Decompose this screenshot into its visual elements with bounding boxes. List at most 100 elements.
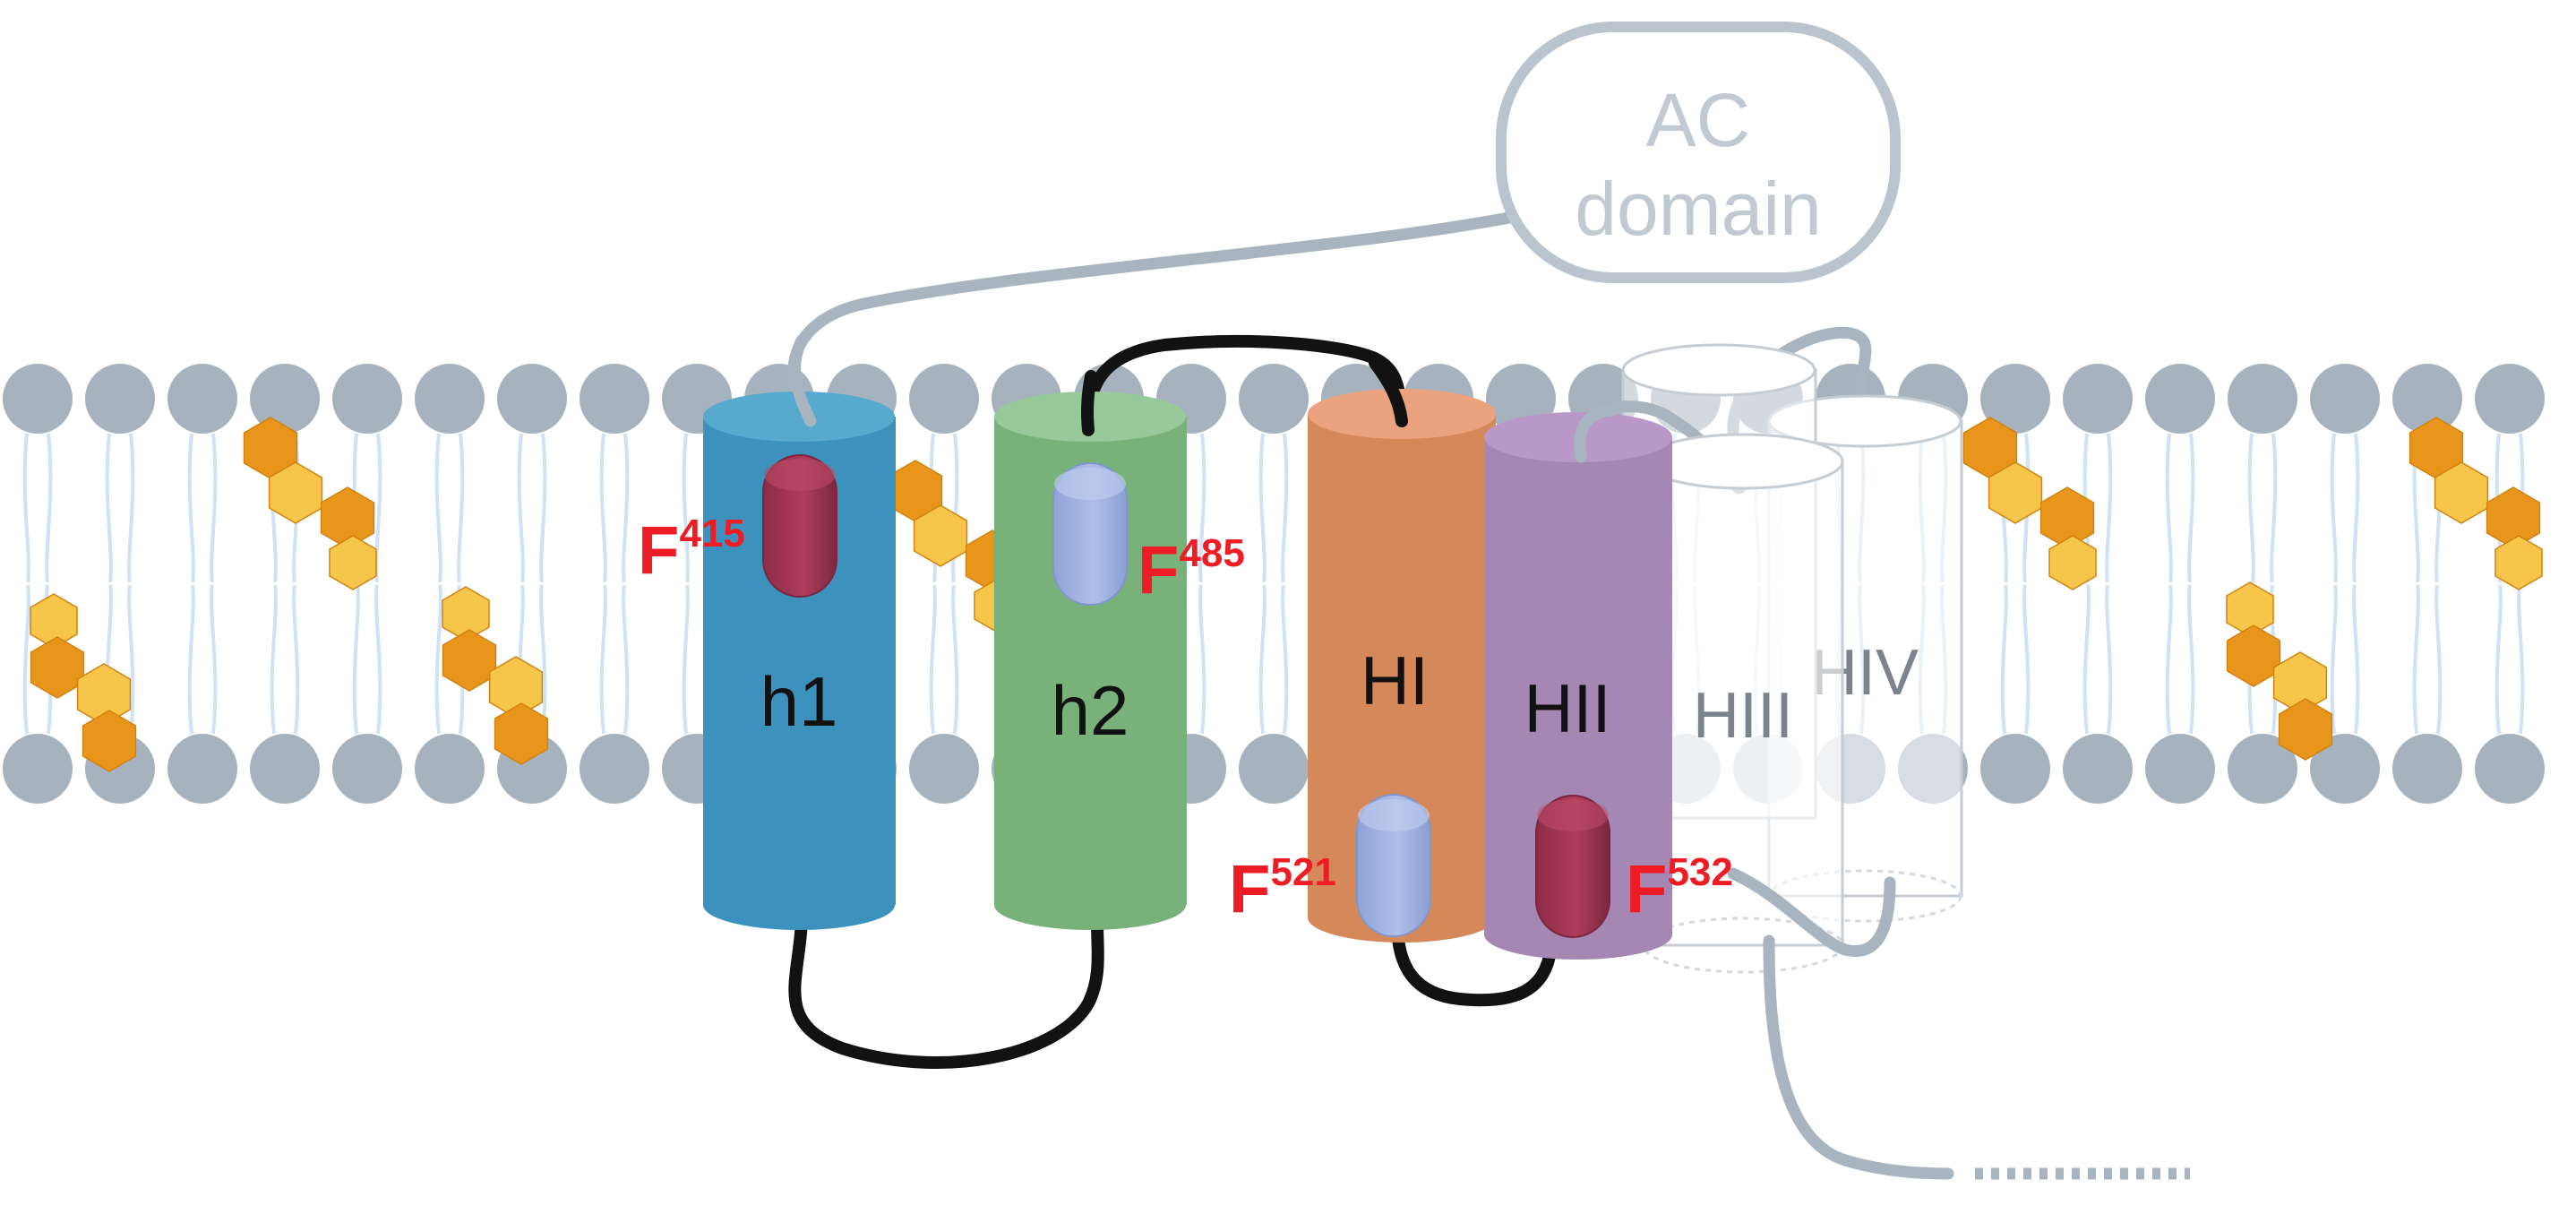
lipid-head-top xyxy=(2475,364,2545,434)
h1-n-terminal-loop xyxy=(789,334,817,427)
lipid-head-top xyxy=(3,364,73,434)
cholesterol-ring xyxy=(320,486,375,549)
lipid-tail-bottom xyxy=(2412,584,2420,735)
residue-pill-f521 xyxy=(1356,794,1431,937)
lipid-tail-top xyxy=(210,433,218,583)
lipid-tail-bottom xyxy=(929,584,937,735)
helix-hiii-label: HIII xyxy=(1693,680,1793,752)
helix-h2-label: h2 xyxy=(1052,671,1129,750)
lipid-head-top xyxy=(332,364,402,434)
lipid-tail-bottom xyxy=(2165,584,2173,735)
lipid-tail-bottom xyxy=(187,584,195,735)
lipid-tail-bottom xyxy=(374,584,382,735)
residue-pill-f415 xyxy=(762,454,837,598)
cholesterol-ring xyxy=(30,593,78,649)
lipid-tail-top xyxy=(45,433,53,583)
helix-hii-label: HII xyxy=(1524,671,1610,747)
lipid-head-bottom xyxy=(2392,734,2462,804)
lipid-tail-bottom xyxy=(2517,584,2525,735)
lipid-head-bottom xyxy=(167,734,237,804)
lipid-tail-bottom xyxy=(292,584,300,735)
lipid-head-top xyxy=(1980,364,2050,434)
lipid-tail-bottom xyxy=(682,584,690,735)
lipid-tail-top xyxy=(1281,433,1289,583)
lipid-head-bottom xyxy=(2063,734,2133,804)
cholesterol-molecules xyxy=(30,417,2543,772)
lipid-tail-top xyxy=(2022,433,2031,583)
lipid-tail-top xyxy=(1198,433,1206,583)
lipid-head-bottom xyxy=(250,734,320,804)
lipid-head-bottom xyxy=(2145,734,2215,804)
cholesterol-ring xyxy=(2486,486,2541,549)
residue-label-f485: F485 xyxy=(1138,531,1245,608)
lipid-head-bottom xyxy=(580,734,649,804)
lipid-head-top xyxy=(415,364,485,434)
lipid-head-top xyxy=(2310,364,2380,434)
lipid-tail-bottom xyxy=(210,584,218,735)
lipid-head-top xyxy=(2145,364,2215,434)
lipid-tail-bottom xyxy=(352,584,360,735)
lipid-tail-bottom xyxy=(2022,584,2031,735)
cholesterol-ring xyxy=(2039,486,2095,549)
h1-h2-lower-loop xyxy=(788,908,1104,1069)
lipid-tail-top xyxy=(127,433,135,583)
lipid-head-bottom xyxy=(2475,734,2545,804)
lipid-tail-top xyxy=(187,433,195,583)
lipid-tail-top xyxy=(951,433,959,583)
lipid-head-bottom xyxy=(1980,734,2050,804)
lipid-tail-top xyxy=(2187,433,2195,583)
lipid-tail-bottom xyxy=(22,584,30,735)
cholesterol-ring xyxy=(494,702,549,765)
cholesterol-ring xyxy=(488,656,544,719)
lipid-head-top xyxy=(497,364,567,434)
lipid-tail-top xyxy=(2352,433,2360,583)
lipid-head-top xyxy=(2063,364,2133,434)
cholesterol-ring xyxy=(2278,698,2333,761)
lipid-tail-bottom xyxy=(127,584,135,735)
cholesterol-ring xyxy=(82,710,137,772)
cholesterol-ring xyxy=(2048,535,2097,590)
lipid-head-top xyxy=(167,364,237,434)
cholesterol-ring xyxy=(2226,581,2274,637)
cholesterol-ring xyxy=(329,535,377,590)
lipid-tail-bottom xyxy=(1198,584,1206,735)
lipid-head-bottom xyxy=(415,734,485,804)
lipid-tail-bottom xyxy=(599,584,607,735)
lipid-head-top xyxy=(85,364,155,434)
lipid-tail-top xyxy=(539,433,547,583)
lipid-tails xyxy=(22,433,2525,735)
lipid-tail-top xyxy=(2270,433,2278,583)
lipid-tail-top xyxy=(2165,433,2173,583)
lipid-heads xyxy=(3,364,2545,804)
residue-label-f521: F521 xyxy=(1229,850,1336,927)
h2-top-loop-end xyxy=(1081,370,1097,436)
residue-pill-f532 xyxy=(1535,795,1610,938)
cholesterol-ring xyxy=(2494,535,2543,590)
lipid-tail-top xyxy=(2247,433,2255,583)
lipid-tail-top xyxy=(105,433,113,583)
lipid-tail-top xyxy=(1258,433,1267,583)
cholesterol-ring xyxy=(76,663,132,726)
lipid-head-bottom xyxy=(1239,734,1309,804)
c-terminal-tail xyxy=(1763,934,1954,1180)
ac-domain: AC domain xyxy=(1496,22,1901,283)
helix-h1-label: h1 xyxy=(760,662,838,741)
lipid-tail-top xyxy=(457,433,465,583)
residue-label-f415: F415 xyxy=(638,512,745,589)
lipid-head-top xyxy=(1239,364,1309,434)
lipid-head-bottom xyxy=(3,734,73,804)
lipid-tail-bottom xyxy=(951,584,959,735)
lipid-tail-bottom xyxy=(1258,584,1267,735)
lipid-tail-bottom xyxy=(622,584,630,735)
lipid-head-bottom xyxy=(2310,734,2380,804)
cholesterol-ring xyxy=(2272,651,2328,714)
residue-pill-f485 xyxy=(1052,462,1128,606)
cholesterol-ring xyxy=(442,629,497,692)
ac-domain-label-line2: domain xyxy=(1575,167,1822,251)
lipid-tail-bottom xyxy=(539,584,547,735)
lipid-head-bottom xyxy=(2228,734,2297,804)
residue-label-f532: F532 xyxy=(1626,850,1733,927)
lipid-head-top xyxy=(2392,364,2462,434)
